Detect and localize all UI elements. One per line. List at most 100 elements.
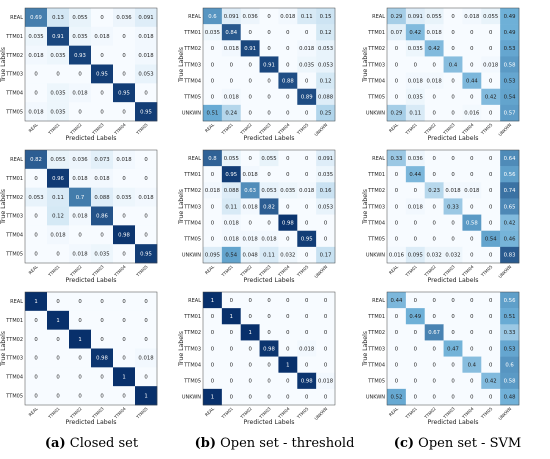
cell-value-label: 0.035 [50,91,65,97]
matrix-cell [259,308,279,325]
matrix-cell [316,24,336,41]
matrix-cell [297,340,317,357]
matrix-cell [316,292,336,309]
matrix-cell [462,104,482,122]
matrix-cell [135,8,158,28]
matrix-cell [443,214,463,232]
matrix-cell [387,292,407,309]
row-tick-label: TTM01 [5,318,23,324]
cell-value-label: 0.091 [138,15,153,21]
matrix-cell [113,102,136,122]
cell-value-label: 0 [305,330,309,336]
matrix-cell [240,292,260,309]
cell-value-label: 0 [324,330,328,336]
matrix-cell [240,56,260,73]
cell-value-label: 0 [414,379,418,385]
matrix-cell [278,230,298,248]
cell-value-label: 0.86 [96,214,108,220]
col-tick-label: REAL [28,122,40,134]
matrix-cell [316,340,336,357]
matrix-cell [25,329,48,349]
cell-value-label: 0 [451,220,455,226]
cell-value-label: 0.053 [318,62,333,68]
row-tick-label: REAL [372,14,385,20]
col-tick-label: UNKWN [313,264,328,279]
cell-value-label: 0.17 [320,253,332,259]
matrix-cell [278,182,298,199]
cell-value-label: 0.67 [428,330,440,336]
matrix-cell [405,388,426,406]
matrix-cell [316,72,336,90]
matrix-cell [405,230,426,248]
cell-value-label: 0 [414,346,418,352]
matrix-cell [25,292,48,312]
cell-value-label: 0 [286,62,290,68]
cell-value-label: 0 [414,237,418,243]
matrix-cell [443,356,463,374]
matrix-cell [443,150,463,167]
cell-value-label: 0.018 [205,188,221,194]
row-tick-label: TTM02 [5,195,23,201]
cell-value-label: 0 [470,346,474,352]
matrix-cell [278,292,298,309]
cell-value-label: 0.035 [72,34,87,40]
cell-value-label: 0.055 [224,156,239,162]
matrix-frame [386,149,520,264]
cell-value-label: 0 [211,46,215,52]
matrix-cell [278,24,298,41]
matrix-cell [91,8,114,28]
cell-value-label: 0.035 [205,30,220,36]
cell-value-label: 0.6 [208,14,217,20]
cell-value-label: 0.98 [96,356,108,362]
matrix-cell [69,83,92,103]
cell-value-label: 0 [286,30,290,36]
cell-value-label: 0 [432,62,436,68]
matrix-cell [69,292,92,312]
matrix-cell [481,104,501,122]
matrix-cell [462,8,482,25]
cell-value-label: 0 [489,346,493,352]
matrix-cell [203,246,223,264]
matrix-cell [91,102,114,122]
cell-value-label: 0 [248,298,252,304]
y-axis-label: True Labels [362,331,369,367]
cell-value-label: 0.11 [52,195,64,201]
matrix-cell [387,388,407,406]
matrix-cell [240,372,260,390]
cell-value-label: 0 [122,318,126,324]
matrix-cell [316,56,336,73]
matrix-cell [462,182,482,199]
cell-value-label: 0.7 [76,195,84,201]
cell-value-label: 0.42 [409,30,421,36]
cell-value-label: 0 [286,46,290,52]
row-tick-label: TTM04 [183,362,201,368]
cell-value-label: 0.42 [504,220,516,226]
matrix-cell [113,329,136,349]
cell-value-label: 0 [248,314,252,320]
cell-value-label: 0.035 [299,62,314,68]
matrix-cell [221,324,242,341]
matrix-cell [221,88,242,106]
cell-value-label: 0.088 [94,195,110,201]
row-tick-label: REAL [372,298,385,304]
row-tick-label: UNKWN [366,111,385,117]
matrix-cell [316,198,336,215]
matrix-cell [25,348,48,368]
cell-value-label: 0.52 [391,395,403,401]
matrix-cell [91,244,114,264]
matrix-cell [259,8,279,25]
cell-value-label: 0 [267,330,271,336]
cell-value-label: 0.053 [28,195,43,201]
matrix-cell [240,324,260,341]
cell-value-label: 0 [451,362,455,368]
matrix-cell [259,372,279,390]
matrix-cell [462,372,482,390]
matrix-cell [424,372,444,390]
cell-value-label: 0 [248,156,252,162]
col-tick-label: TTM01 [47,122,61,136]
cell-value-label: 0.69 [30,15,42,21]
matrix-cell [113,64,136,84]
cell-value-label: 0 [451,111,455,117]
matrix-cell [221,246,242,264]
